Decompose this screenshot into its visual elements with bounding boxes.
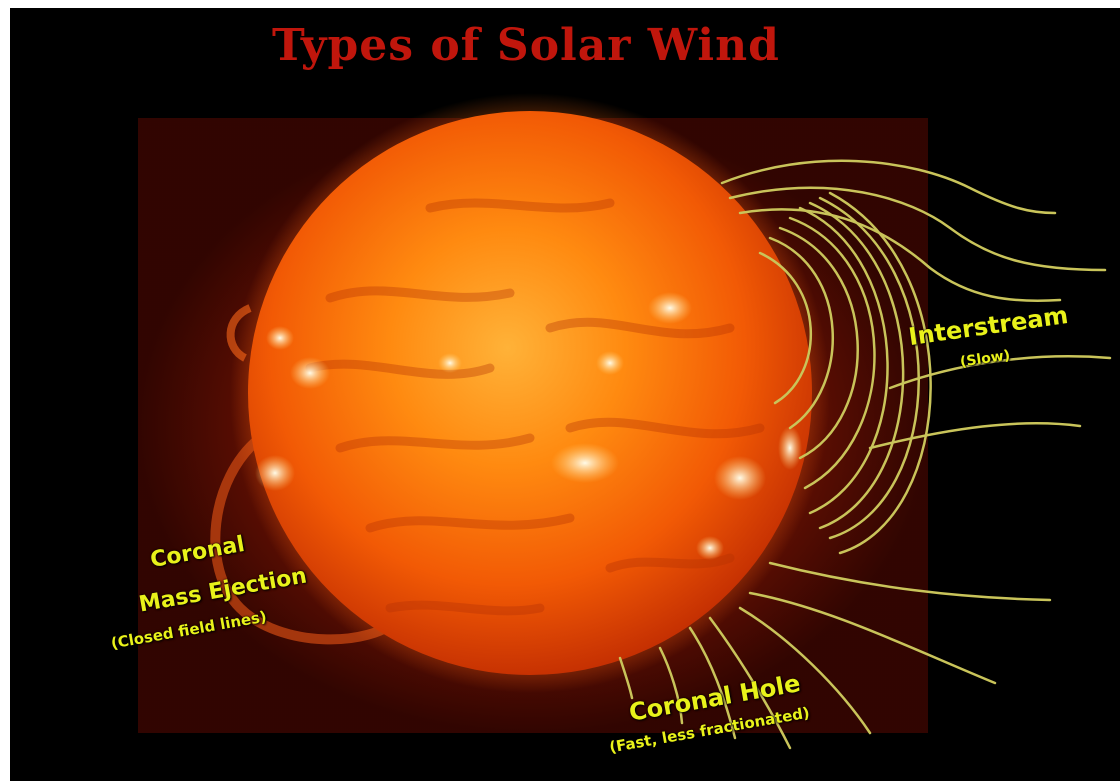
solar-wind-illustration <box>138 93 1112 750</box>
sun-disk <box>248 111 812 675</box>
diagram-title: Types of Solar Wind <box>272 20 780 71</box>
diagram-frame: Types of Solar Wind Interstream (Slow) C… <box>10 8 1120 781</box>
active-regions <box>255 292 802 560</box>
field-lines <box>618 159 1112 750</box>
sun-texture <box>305 198 765 616</box>
